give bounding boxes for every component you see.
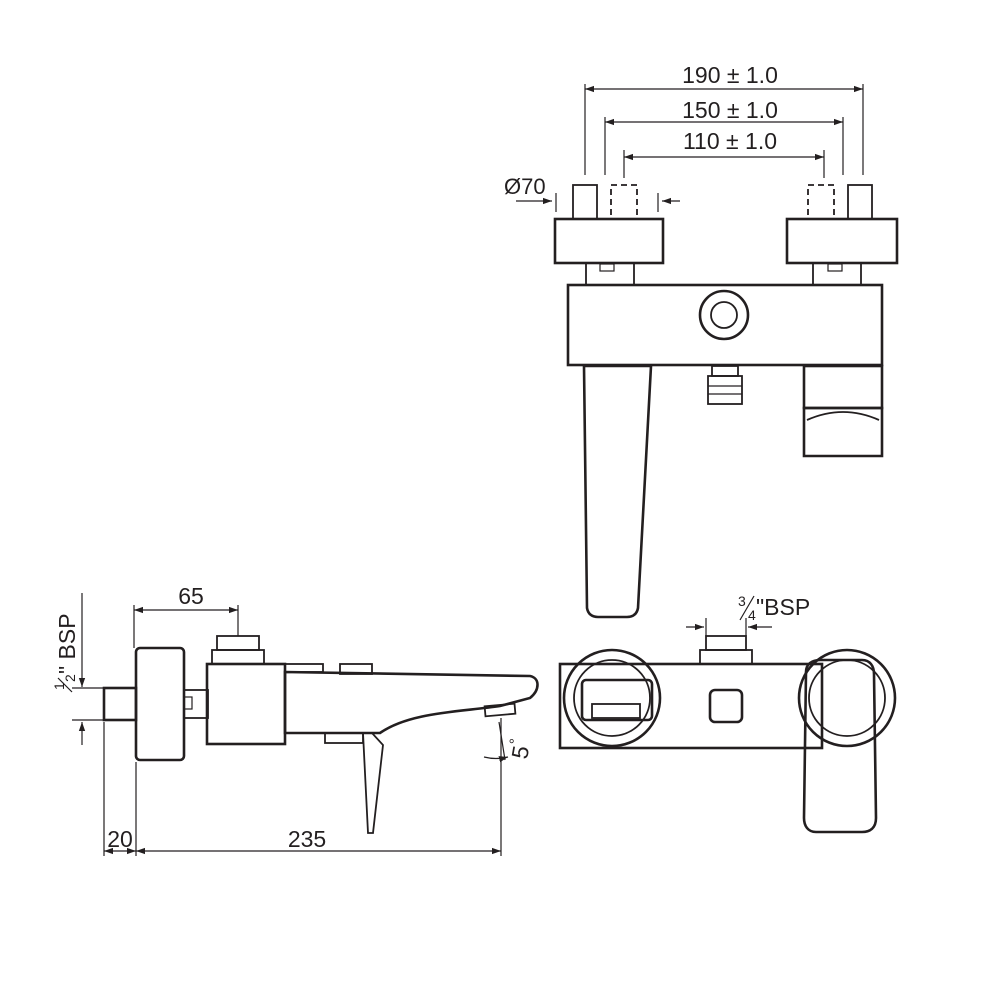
thread-suffix: "BSP bbox=[756, 594, 810, 620]
outlet-nut bbox=[707, 375, 743, 405]
fraction-numerator: 1 bbox=[51, 682, 67, 690]
front-diverter-button bbox=[708, 688, 744, 724]
right-eccentric-outer bbox=[847, 184, 873, 220]
angle-line bbox=[498, 721, 506, 761]
right-flange-nut bbox=[812, 262, 862, 286]
thread-label-three-quarter: 3 4 "BSP bbox=[738, 593, 810, 623]
thread-label-half: 1 2 " BSP bbox=[51, 613, 80, 693]
spout-outlet-curve bbox=[806, 411, 880, 421]
dim-label-110: 110 ± 1.0 bbox=[683, 128, 777, 154]
top-view: 190 ± 1.0 150 ± 1.0 110 ± 1.0 Ø70 bbox=[504, 62, 899, 619]
dim-label-150: 150 ± 1.0 bbox=[682, 97, 778, 123]
front-mixer-body bbox=[558, 662, 824, 750]
side-view: 1 2 " BSP 65 20 235 5 ° bbox=[51, 583, 539, 856]
thread-suffix: " BSP bbox=[54, 613, 80, 674]
front-outlet-base bbox=[699, 649, 753, 665]
front-view: 3 4 "BSP bbox=[558, 593, 897, 834]
dim-label-190: 190 ± 1.0 bbox=[682, 62, 778, 88]
side-outlet-base bbox=[211, 649, 265, 665]
side-connector bbox=[183, 689, 209, 719]
angle-label: 5 ° bbox=[506, 737, 534, 761]
dim-label-235: 235 bbox=[288, 826, 326, 852]
left-wall-flange bbox=[553, 217, 665, 265]
fraction-denominator: 2 bbox=[62, 674, 78, 682]
dim-label-20: 20 bbox=[107, 826, 133, 852]
side-flange bbox=[134, 646, 186, 762]
fraction-denominator: 4 bbox=[748, 607, 756, 623]
diverter-ring-outer bbox=[698, 289, 750, 341]
side-mixer-body bbox=[205, 662, 287, 746]
front-outlet-nut bbox=[705, 635, 747, 651]
fraction-numerator: 3 bbox=[738, 593, 746, 609]
side-lever bbox=[362, 732, 384, 834]
right-wall-flange bbox=[785, 217, 899, 265]
front-aerator bbox=[591, 703, 641, 719]
front-left-flange-inner bbox=[573, 659, 651, 737]
left-eccentric-outer bbox=[572, 184, 598, 220]
right-eccentric-inner bbox=[807, 184, 835, 220]
front-lever-handle bbox=[802, 658, 878, 834]
angle-arc bbox=[483, 756, 509, 763]
front-right-flange-outer bbox=[797, 648, 897, 748]
side-outlet-nut bbox=[216, 635, 260, 651]
left-flange-nut-slot bbox=[599, 263, 615, 272]
side-spout bbox=[283, 670, 539, 735]
spout-outlet-top bbox=[802, 406, 884, 458]
dim-label-65: 65 bbox=[178, 583, 204, 609]
front-spout-outlet bbox=[580, 678, 654, 722]
spout-top bbox=[802, 364, 884, 410]
outlet-connector bbox=[711, 365, 739, 377]
fraction-bar bbox=[57, 677, 73, 693]
lever-handle-top bbox=[582, 364, 653, 619]
dim-label-70: Ø70 bbox=[504, 174, 546, 199]
side-connector-slot bbox=[183, 696, 193, 710]
wall-pipe bbox=[102, 686, 138, 722]
diverter-ring-inner bbox=[710, 301, 738, 329]
angle-value: 5 bbox=[506, 744, 534, 761]
front-left-flange-outer bbox=[562, 648, 662, 748]
left-eccentric-inner bbox=[610, 184, 638, 220]
side-spout-aerator bbox=[483, 702, 517, 718]
fraction-bar bbox=[739, 595, 755, 621]
angle-degree: ° bbox=[507, 737, 525, 746]
mixer-body-top bbox=[566, 283, 884, 367]
right-flange-nut-slot bbox=[827, 263, 843, 272]
left-flange-nut bbox=[585, 262, 635, 286]
side-lever-hub bbox=[324, 732, 364, 744]
